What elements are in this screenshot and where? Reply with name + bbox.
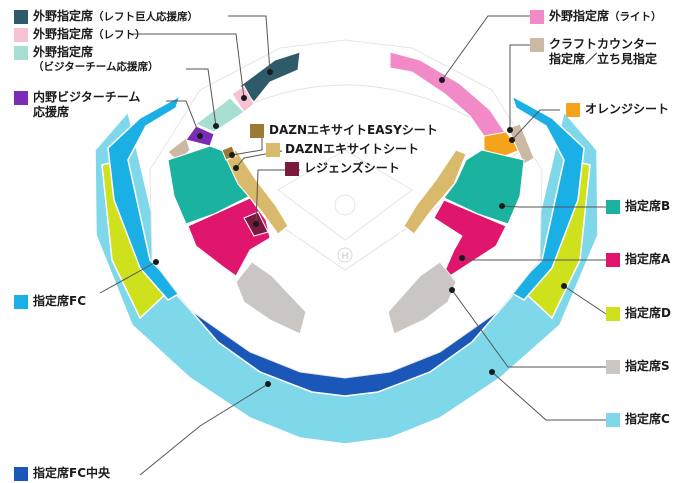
swatch-seat-d	[606, 307, 620, 321]
legend-legends: レジェンズシート	[304, 161, 400, 175]
swatch-seat-a	[606, 253, 620, 267]
legend-orange: オレンジシート	[585, 102, 670, 116]
home-plate-icon: H	[337, 247, 353, 263]
section-gaiya-left-kyojin[interactable]	[239, 51, 301, 103]
swatch-gaiya-left-kyojin	[14, 10, 28, 24]
section-seat-s-right[interactable]	[387, 261, 457, 335]
svg-text:H: H	[342, 251, 349, 261]
legend-gaiya-visitor: 外野指定席 （ビジターチーム応援席）	[33, 45, 159, 73]
legend-seat-d: 指定席D	[625, 306, 671, 320]
section-seat-s-left[interactable]	[235, 261, 307, 335]
legend-seat-b: 指定席B	[625, 199, 671, 213]
section-dazn-right[interactable]	[403, 149, 467, 235]
swatch-gaiya-right	[530, 10, 544, 24]
legend-naiya-visitor: 内野ビジターチーム 応援席	[33, 90, 141, 119]
legend-gaiya-right: 外野指定席（ライト）	[549, 9, 662, 23]
legend-seat-fc-center: 指定席FC中央	[33, 466, 111, 480]
legend-dazn-easy: DAZNエキサイトEASYシート	[269, 123, 438, 137]
section-craft-right[interactable]	[507, 123, 535, 165]
legend-craft: クラフトカウンター 指定席／立ち見指定	[549, 37, 658, 66]
swatch-legends	[285, 162, 299, 176]
legend-seat-a: 指定席A	[625, 252, 671, 266]
legend-dazn: DAZNエキサイトシート	[285, 142, 419, 156]
legend-gaiya-left-kyojin: 外野指定席（レフト巨人応援席）	[33, 9, 199, 23]
legend-gaiya-left: 外野指定席（レフト）	[33, 27, 146, 41]
section-gaiya-visitor[interactable]	[195, 97, 245, 133]
swatch-naiya-visitor	[14, 91, 28, 105]
swatch-dazn-easy	[250, 124, 264, 138]
swatch-orange	[566, 103, 580, 117]
swatch-seat-fc	[14, 295, 28, 309]
swatch-dazn	[266, 143, 280, 157]
legend-seat-c: 指定席C	[625, 412, 670, 426]
legend-seat-s: 指定席S	[625, 359, 670, 373]
swatch-gaiya-left	[14, 28, 28, 42]
swatch-seat-s	[606, 360, 620, 374]
section-seat-fc-left[interactable]	[107, 94, 184, 301]
swatch-seat-b	[606, 200, 620, 214]
swatch-gaiya-visitor	[14, 46, 28, 60]
swatch-seat-fc-center	[14, 467, 28, 481]
swatch-seat-c	[606, 413, 620, 427]
section-seat-a-right[interactable]	[433, 199, 507, 284]
legend-seat-fc: 指定席FC	[33, 294, 87, 308]
swatch-craft	[530, 38, 544, 52]
section-seat-fc-right[interactable]	[508, 94, 585, 301]
